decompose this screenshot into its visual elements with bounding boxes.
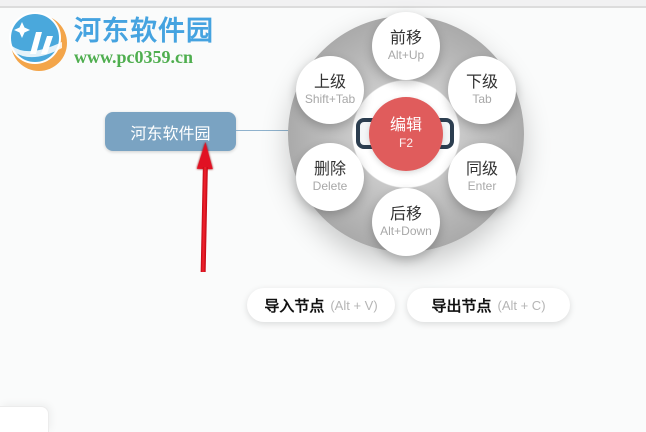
child-level-shortcut: Tab — [472, 91, 492, 106]
edit-label: 编辑 — [389, 117, 422, 135]
delete-shortcut: Delete — [312, 178, 348, 193]
site-url-text: www.pc0359.cn — [74, 46, 194, 67]
mindmap-node-label: 河东软件园 — [130, 125, 211, 143]
wheel-button-delete[interactable]: 删除 Delete — [296, 143, 364, 211]
red-up-arrow-icon — [191, 141, 218, 274]
delete-label: 删除 — [313, 160, 346, 178]
wheel-button-sibling-level[interactable]: 同级 Enter — [448, 143, 516, 211]
site-watermark: 河东软件园 www.pc0359.cn — [8, 12, 214, 72]
site-logo-icon — [9, 12, 67, 71]
move-backward-shortcut: Alt+Down — [380, 223, 432, 238]
export-node-button[interactable]: 导出节点 (Alt + C) — [407, 288, 570, 322]
import-node-label: 导入节点 — [264, 297, 325, 315]
sibling-level-label: 同级 — [465, 160, 498, 178]
site-name-text: 河东软件园 — [74, 16, 214, 47]
parent-level-label: 上级 — [313, 73, 346, 91]
import-node-shortcut: (Alt + V) — [330, 297, 378, 313]
wheel-button-move-forward[interactable]: 前移 Alt+Up — [372, 12, 440, 80]
move-forward-label: 前移 — [389, 29, 422, 47]
wheel-button-edit[interactable]: 编辑 F2 — [369, 97, 443, 171]
arrow-head — [196, 141, 214, 170]
wheel-button-move-backward[interactable]: 后移 Alt+Down — [372, 188, 440, 256]
export-node-label: 导出节点 — [431, 297, 492, 315]
mindmap-node[interactable]: 河东软件园 — [105, 112, 236, 151]
move-backward-label: 后移 — [389, 205, 422, 223]
child-level-label: 下级 — [465, 73, 498, 91]
move-forward-shortcut: Alt+Up — [387, 47, 425, 62]
bottom-left-panel — [0, 406, 49, 432]
import-node-button[interactable]: 导入节点 (Alt + V) — [247, 288, 395, 322]
arrow-shaft — [200, 166, 208, 273]
wheel-button-parent-level[interactable]: 上级 Shift+Tab — [296, 56, 364, 124]
export-node-shortcut: (Alt + C) — [497, 297, 546, 313]
sibling-level-shortcut: Enter — [467, 178, 497, 193]
edit-shortcut: F2 — [398, 136, 413, 151]
parent-level-shortcut: Shift+Tab — [304, 91, 356, 106]
wheel-button-child-level[interactable]: 下级 Tab — [448, 56, 516, 124]
window-top-strip — [0, 0, 646, 8]
